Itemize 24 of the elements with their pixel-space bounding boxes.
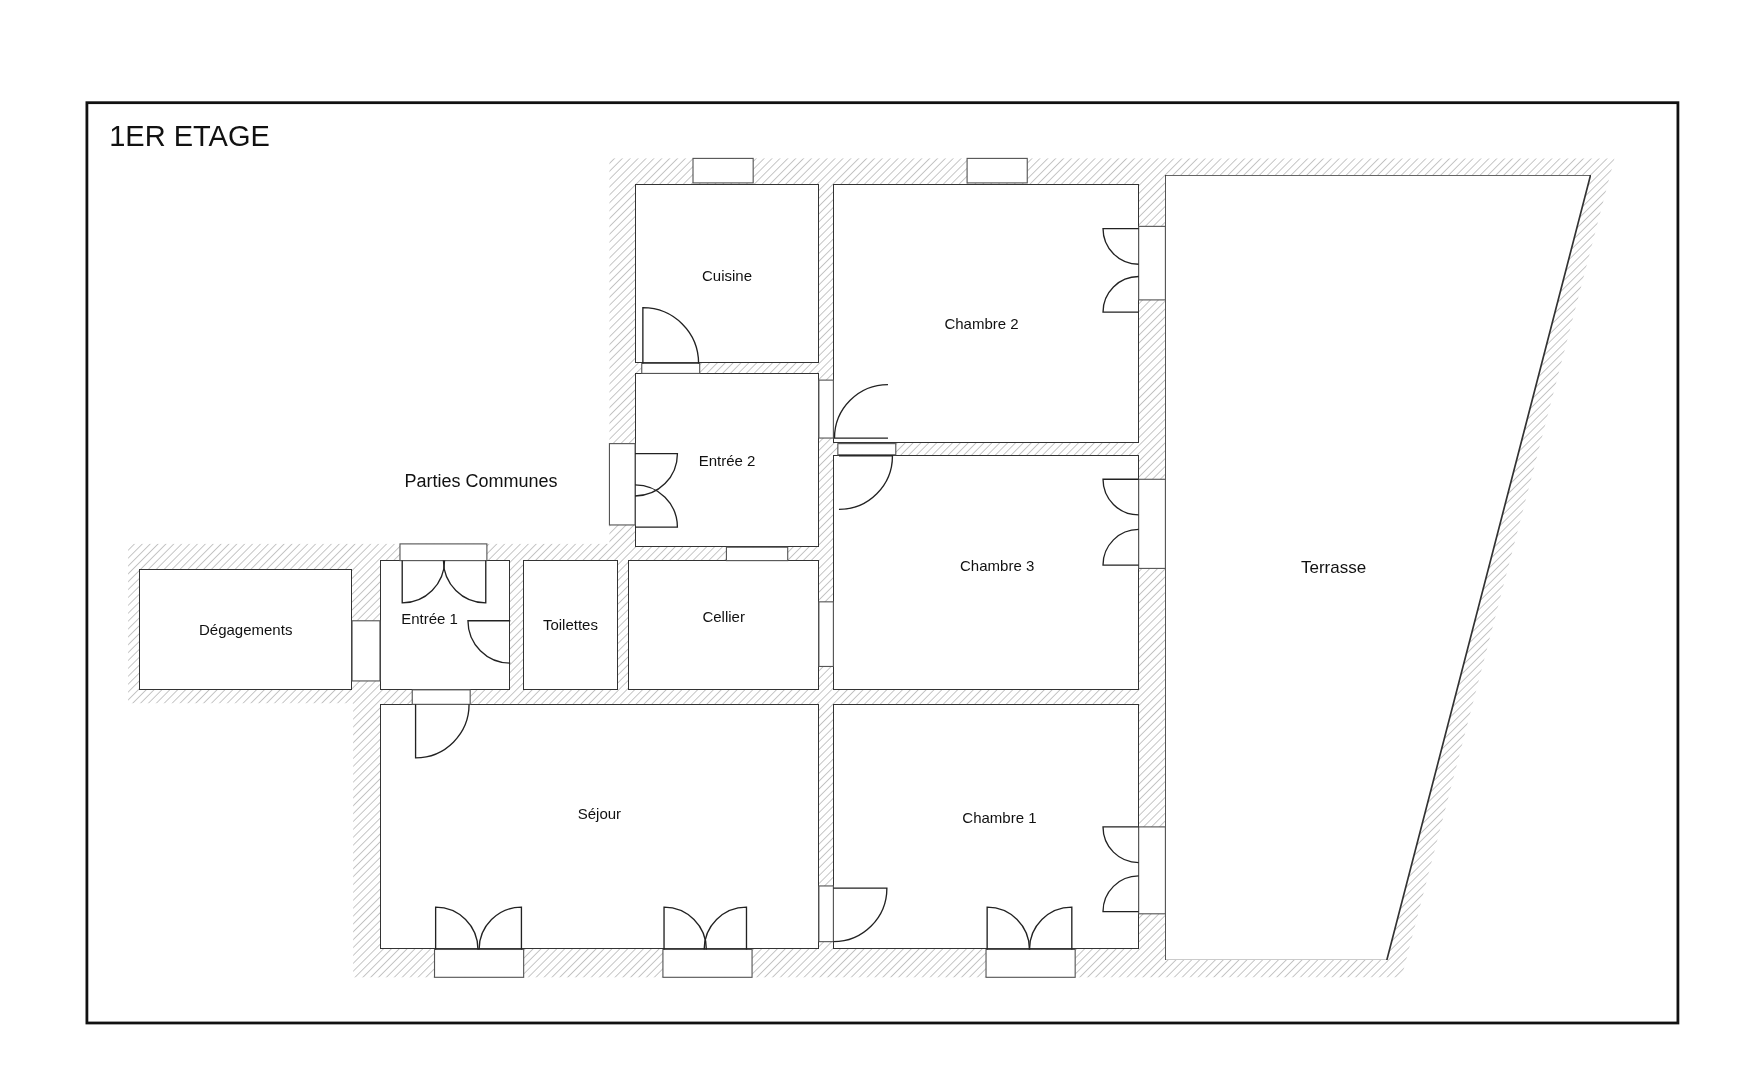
room-name: Entrée 1	[401, 609, 458, 627]
room-name: Chambre 1	[962, 809, 1037, 827]
room-area	[628, 560, 819, 690]
room-name: Toilettes	[542, 616, 598, 634]
room-name: Terrasse	[1301, 557, 1367, 578]
room-name: Cuisine	[701, 267, 752, 285]
room-name: Cellier	[702, 607, 745, 625]
floor-title: 1ER ETAGE	[109, 120, 270, 154]
room-area	[833, 454, 1139, 690]
room-area	[139, 569, 353, 690]
room-area	[379, 560, 511, 690]
room-area	[833, 183, 1139, 444]
room-area	[522, 560, 619, 690]
room-area	[833, 704, 1139, 950]
room-name: Dégagements	[199, 620, 293, 638]
room-name: Entrée 2	[698, 451, 756, 469]
room-name: Séjour	[577, 804, 622, 822]
area-label: Parties Communes	[404, 471, 558, 493]
room-area	[635, 183, 819, 364]
room-area	[635, 373, 819, 547]
room-name: Chambre 2	[944, 315, 1019, 333]
room-area	[379, 704, 819, 950]
room-name: Chambre 3	[960, 556, 1035, 574]
terrace-area	[1165, 174, 1591, 961]
